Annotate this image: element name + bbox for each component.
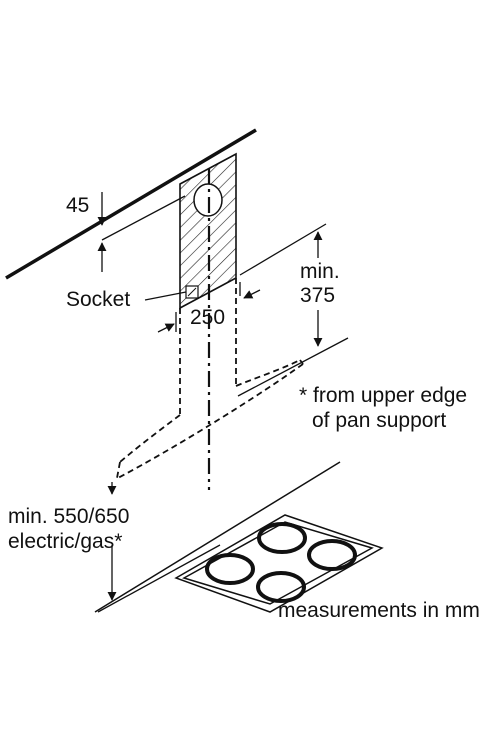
label-45: 45 bbox=[66, 194, 89, 217]
label-measurements: measurements in mm bbox=[278, 599, 480, 622]
dim-min-550 bbox=[97, 482, 221, 613]
burner-2 bbox=[307, 539, 357, 571]
label-min-550-2: electric/gas* bbox=[8, 530, 122, 553]
dim-250 bbox=[157, 282, 261, 333]
burner-1 bbox=[257, 522, 307, 554]
label-note-1: * from upper edge bbox=[299, 384, 467, 407]
label-socket: Socket bbox=[66, 288, 130, 311]
label-250: 250 bbox=[190, 306, 225, 329]
dim-min-375 bbox=[237, 223, 349, 397]
label-min-375-2: 375 bbox=[300, 284, 335, 307]
burner-3 bbox=[205, 553, 255, 585]
socket-icon bbox=[185, 285, 199, 299]
label-min-375-1: min. bbox=[300, 260, 340, 283]
burner-4 bbox=[256, 571, 306, 603]
cooktop bbox=[94, 461, 384, 613]
label-note-2: of pan support bbox=[312, 409, 446, 432]
dim-45 bbox=[97, 192, 186, 272]
label-min-550-1: min. 550/650 bbox=[8, 505, 129, 528]
ceiling-line bbox=[5, 128, 257, 280]
socket-leader bbox=[144, 291, 187, 301]
